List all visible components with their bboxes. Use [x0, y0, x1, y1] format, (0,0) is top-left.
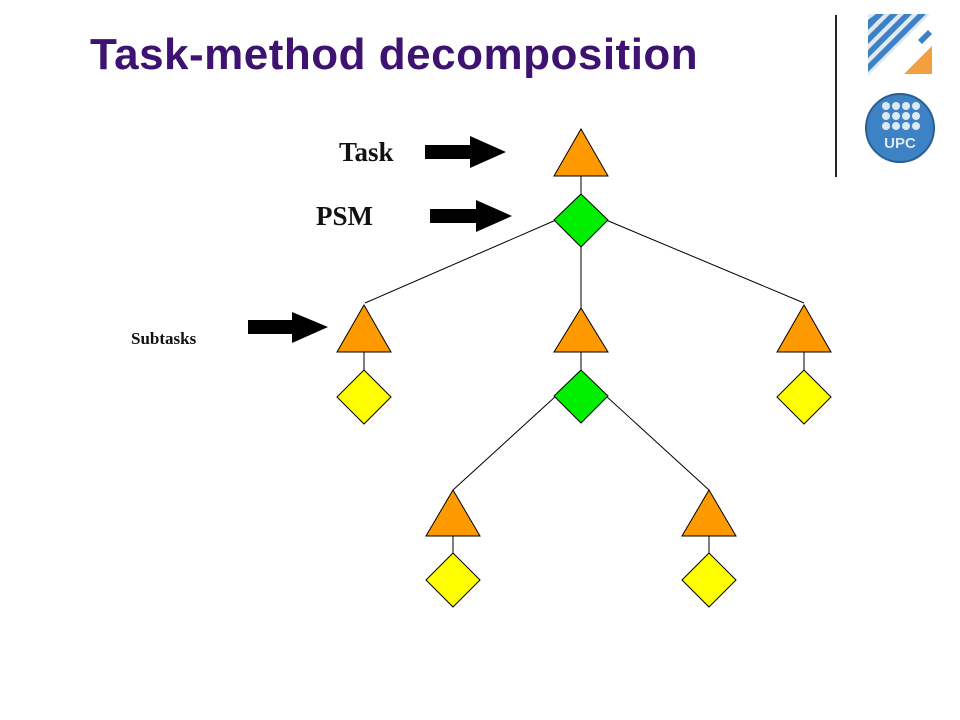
subtask-node-middle: [553, 307, 609, 353]
tree-edges: [363, 176, 805, 553]
university-logo: UPC: [865, 14, 935, 163]
subtasks-label: Subtasks: [131, 329, 197, 348]
method-leaf-left: [336, 369, 392, 425]
edge-psm-right: [605, 219, 805, 304]
task-node: [553, 127, 609, 177]
task-label: Task: [339, 137, 394, 167]
subtask-node-right: [776, 303, 832, 353]
subtask-node-bottom-left: [425, 489, 481, 537]
header-divider: [835, 15, 837, 177]
upc-badge-icon: UPC: [865, 93, 935, 163]
method-leaf-bottom-right: [681, 552, 737, 608]
subtask-node-left: [336, 303, 392, 353]
stripes-emblem-icon: [868, 14, 932, 76]
slide-title: Task-method decomposition: [90, 30, 699, 79]
task-arrow-icon: [425, 136, 506, 168]
edge-psm2-left: [452, 395, 557, 491]
psm-node: [553, 193, 609, 248]
method-leaf-right: [776, 369, 832, 425]
edge-psm2-right: [605, 395, 710, 491]
psm-arrow-icon: [430, 200, 512, 232]
psm-node-middle: [553, 369, 609, 424]
subtask-node-bottom-right: [681, 489, 737, 537]
edge-psm-left: [364, 219, 557, 304]
subtasks-arrow-icon: [248, 312, 328, 343]
method-leaf-bottom-left: [425, 552, 481, 608]
psm-label: PSM: [316, 201, 373, 231]
logo-text: UPC: [884, 135, 916, 152]
